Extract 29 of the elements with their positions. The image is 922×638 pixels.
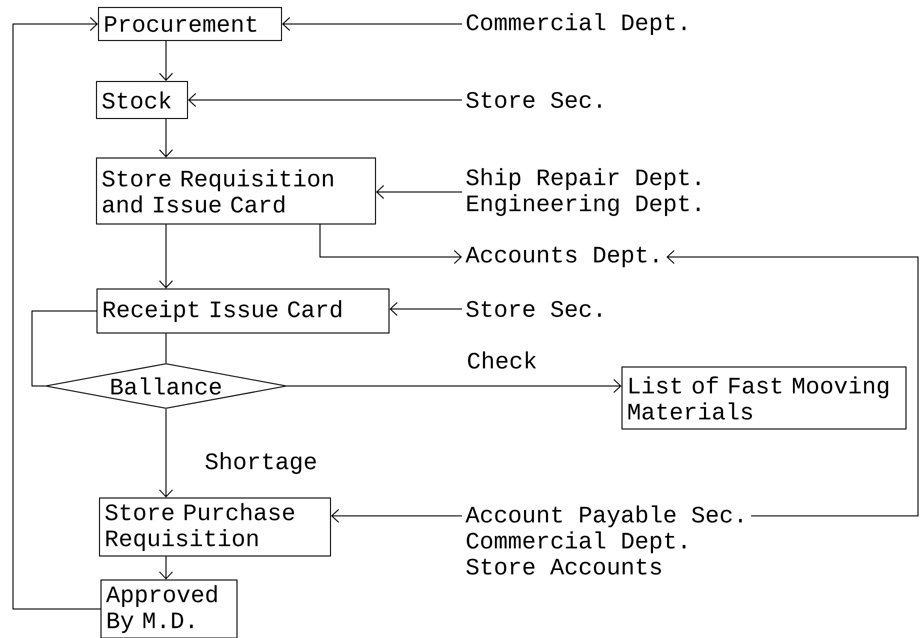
process-box: List of Fast Mooving Materials: [622, 366, 906, 430]
arrow: [282, 17, 462, 31]
department-label: Ship Repair Dept. Engineering Dept.: [466, 168, 700, 216]
process-box: Procurement: [98, 7, 282, 41]
department-label: Account Payable Sec. Commercial Dept. Store Accounts: [466, 505, 742, 575]
arrow: [286, 379, 622, 393]
process-box: Store Purchase Requisition: [99, 498, 331, 556]
arrow: [159, 408, 173, 498]
process-box: Receipt Issue Card: [96, 288, 390, 334]
process-box: Stock: [96, 81, 188, 119]
arrow: [390, 302, 462, 316]
arrow: [159, 40, 173, 81]
arrow: [12, 17, 101, 610]
process-box: Store Requisition and Issue Card: [96, 158, 376, 224]
arrow: [188, 93, 462, 107]
edge-label: Check: [464, 349, 540, 371]
department-label: Store Sec.: [466, 92, 601, 108]
department-label: Accounts Dept.: [466, 246, 658, 268]
process-box: Approved By M.D.: [100, 580, 238, 638]
arrow: [376, 185, 462, 199]
edge-label: Shortage: [202, 450, 320, 476]
arrow: [666, 250, 918, 516]
arrow: [159, 118, 173, 158]
arrow: [159, 556, 173, 580]
arrow: [159, 224, 173, 288]
arrow: [331, 508, 462, 523]
department-label: Commercial Dept.: [466, 13, 686, 35]
department-label: Store Sec.: [466, 301, 601, 317]
arrow: [320, 224, 462, 264]
